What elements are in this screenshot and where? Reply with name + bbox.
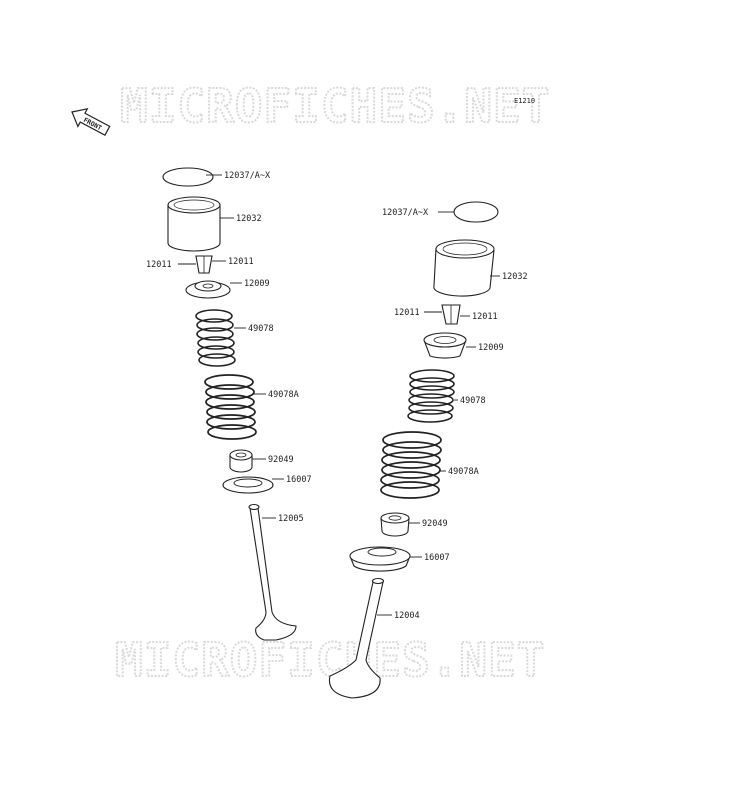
right-label-valve: 12004 xyxy=(394,611,420,621)
left-keepers: 12011 12011 xyxy=(146,255,254,274)
diagram-code: E1210 xyxy=(514,97,535,105)
right-label-keeper-right: 12011 xyxy=(472,312,498,322)
right-label-lifter: 12032 xyxy=(502,272,528,282)
left-label-valve: 12005 xyxy=(278,514,304,524)
right-keepers: 12011 12011 xyxy=(394,304,498,325)
right-label-retainer: 12009 xyxy=(478,343,504,353)
left-lifter: 12032 xyxy=(167,196,262,252)
left-label-spring-seat: 16007 xyxy=(286,475,312,485)
left-outer-spring: 49078A xyxy=(204,374,299,440)
right-shim: 12037/A~X xyxy=(382,201,499,223)
left-label-retainer: 12009 xyxy=(244,279,270,289)
left-label-shim: 12037/A~X xyxy=(224,171,271,181)
right-label-inner-spring: 49078 xyxy=(460,396,486,406)
right-inner-spring: 49078 xyxy=(407,369,486,423)
left-label-lifter: 12032 xyxy=(236,214,262,224)
right-stem-seal: 92049 xyxy=(380,512,448,537)
front-arrow-icon: FRONT xyxy=(71,107,111,137)
right-label-stem-seal: 92049 xyxy=(422,519,448,529)
left-inner-spring: 49078 xyxy=(195,309,274,367)
right-label-spring-seat: 16007 xyxy=(424,553,450,563)
right-label-shim: 12037/A~X xyxy=(382,208,429,218)
right-lifter: 12032 xyxy=(433,239,528,297)
right-spring-seat: 16007 xyxy=(349,546,450,572)
watermark-top: MICROFICHES.NET xyxy=(120,79,550,133)
left-label-outer-spring: 49078A xyxy=(268,390,299,400)
right-label-outer-spring: 49078A xyxy=(448,467,479,477)
right-label-keeper-left: 12011 xyxy=(394,308,420,318)
left-label-keeper-left: 12011 xyxy=(146,260,172,270)
right-valve: 12004 xyxy=(328,577,420,699)
right-retainer: 12009 xyxy=(423,332,504,359)
left-label-keeper-right: 12011 xyxy=(228,257,254,267)
right-outer-spring: 49078A xyxy=(380,431,479,499)
left-spring-seat: 16007 xyxy=(222,475,312,494)
left-valve: 12005 xyxy=(248,503,304,641)
left-stem-seal: 92049 xyxy=(229,449,294,473)
left-label-stem-seal: 92049 xyxy=(268,455,294,465)
left-retainer: 12009 xyxy=(185,279,270,299)
left-label-inner-spring: 49078 xyxy=(248,324,274,334)
left-shim: 12037/A~X xyxy=(162,167,271,187)
